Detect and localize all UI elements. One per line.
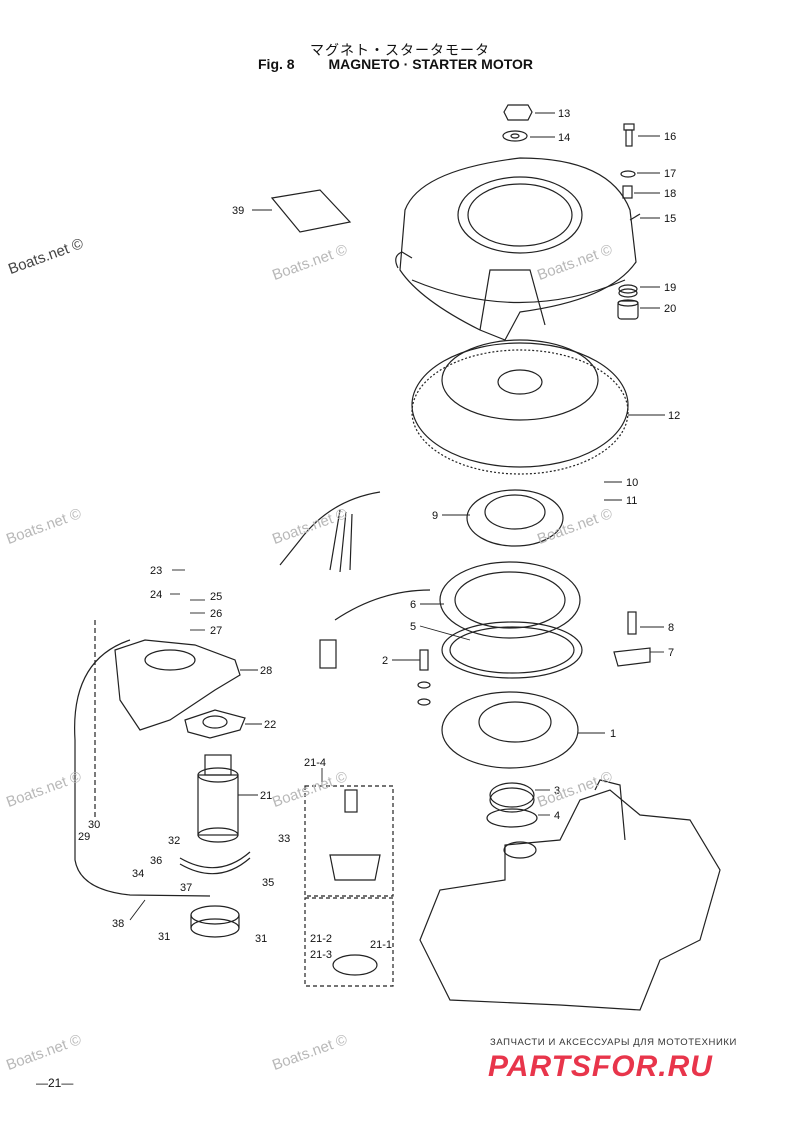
label-plate-39: [270, 189, 352, 233]
callout-21-2: 21-2: [310, 933, 332, 945]
starter-band-32: [179, 851, 251, 875]
bolt-16: [623, 123, 635, 147]
title-japanese: マグネト・スタータモータ: [310, 42, 490, 58]
callout-8: 8: [668, 622, 674, 634]
callout-23: 23: [150, 565, 162, 577]
callout-21-1: 21-1: [370, 939, 392, 951]
callout-35: 35: [262, 877, 274, 889]
stator-base-1: [441, 691, 579, 769]
callout-1: 1: [610, 728, 616, 740]
callout-5: 5: [410, 621, 416, 633]
page-number: —21—: [36, 1076, 74, 1090]
figure-name: MAGNETO · STARTER MOTOR: [328, 56, 534, 72]
callout-7: 7: [668, 647, 674, 659]
gasket-22: [184, 709, 246, 739]
callout-21-3: 21-3: [310, 949, 332, 961]
callout-17: 17: [664, 168, 676, 180]
ring-5: [441, 621, 583, 679]
callout-3: 3: [554, 785, 560, 797]
figure-title: Fig. 8 MAGNETO · STARTER MOTOR: [258, 56, 533, 72]
callout-25: 25: [210, 591, 222, 603]
callout-31-left: 31: [158, 931, 170, 943]
callout-18: 18: [664, 188, 676, 200]
wire-harness-38: [74, 620, 211, 897]
washer-17: [620, 170, 636, 178]
base-6: [319, 561, 581, 669]
o-ring-4: [486, 808, 538, 828]
callout-11: 11: [626, 495, 637, 507]
callout-39: 39: [232, 205, 244, 217]
callout-2: 2: [382, 655, 388, 667]
callout-38: 38: [112, 918, 124, 930]
stator-9: [279, 489, 564, 573]
figure-number: Fig. 8: [258, 56, 295, 72]
callout-10: 10: [626, 477, 638, 489]
callout-29: 29: [78, 831, 90, 843]
screw-8: [627, 611, 637, 635]
callout-13: 13: [558, 108, 570, 120]
callout-labels: 13 14 16 17 18 15 19 20 39 12 10 11 9 6 …: [78, 108, 680, 961]
callout-15: 15: [664, 213, 676, 225]
flywheel: [411, 339, 629, 475]
collar-18: [622, 185, 633, 199]
washer-14: [502, 130, 528, 142]
callout-21: 21: [260, 790, 272, 802]
brand-tagline: ЗАПЧАСТИ И АКСЕССУАРЫ ДЛЯ МОТОТЕХНИКИ: [490, 1037, 737, 1048]
leader-lines: [129, 112, 665, 921]
callout-31-right: 31: [255, 933, 267, 945]
callout-4: 4: [554, 810, 560, 822]
flywheel-cover: [395, 157, 641, 341]
callout-12: 12: [668, 410, 680, 422]
grommet-20: [617, 299, 639, 320]
callout-26: 26: [210, 608, 222, 620]
brand-logo: PARTSFOR.RU: [488, 1050, 713, 1083]
engine-block: [419, 779, 721, 1011]
nut-13: [503, 104, 533, 121]
callout-22: 22: [264, 719, 276, 731]
detail-box-21-4: [304, 785, 394, 897]
callout-14: 14: [558, 132, 570, 144]
rubber-mount-31: [190, 905, 240, 938]
callout-16: 16: [664, 131, 676, 143]
bearing-3: [489, 782, 535, 813]
starter-motor-21: [197, 754, 239, 843]
callout-28: 28: [260, 665, 272, 677]
callout-20: 20: [664, 303, 676, 315]
callout-24: 24: [150, 589, 162, 601]
callout-19: 19: [664, 282, 676, 294]
callout-37: 37: [180, 882, 192, 894]
callout-30: 30: [88, 819, 100, 831]
callout-9: 9: [432, 510, 438, 522]
screws-2: [417, 649, 431, 706]
callout-36: 36: [150, 855, 162, 867]
callout-27: 27: [210, 625, 222, 637]
detail-box-brush: [304, 897, 394, 987]
callout-33: 33: [278, 833, 290, 845]
grommet-19: [618, 284, 638, 298]
starter-bracket-28: [114, 639, 241, 731]
callout-34: 34: [132, 868, 144, 880]
callout-6: 6: [410, 599, 416, 611]
plate-7: [613, 647, 651, 667]
callout-32: 32: [168, 835, 180, 847]
callout-21-4: 21-4: [304, 757, 326, 769]
